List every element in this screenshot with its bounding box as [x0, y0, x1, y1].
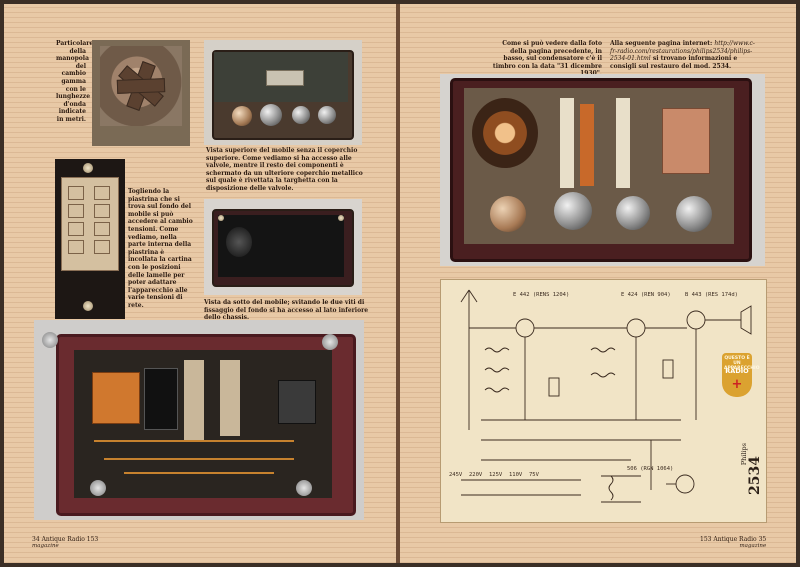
- voltage-label-1: 220V: [469, 472, 483, 478]
- radio-quality-badge: QUESTO È UN APPARECCHIO RADIO +: [722, 353, 760, 397]
- right-folio: 153 Antique Radio 35 magazine: [700, 536, 766, 549]
- rectifier-label: 506 (RGN 1064): [627, 466, 674, 472]
- left-page-number: 34: [32, 536, 40, 543]
- right-magazine-title: 153 Antique Radio: [700, 536, 757, 543]
- right-page: Come si può vedere dalla foto della pagi…: [400, 4, 796, 563]
- top-view-caption: Vista superiore del mobile senza il cope…: [206, 147, 363, 192]
- knob-photo: [92, 40, 190, 146]
- bottom-view-caption: Vista da sotto del mobile; svitando le d…: [204, 299, 369, 322]
- tube1-label: E 442 (RENS 1204): [513, 292, 570, 298]
- left-magazine-sub: magazine: [32, 543, 59, 549]
- schematic-drawing: [460, 289, 752, 503]
- right-magazine-sub: magazine: [739, 543, 767, 549]
- voltage-label-2: 125V: [489, 472, 503, 478]
- top-view-photo: [204, 40, 362, 145]
- circuit-schematic: E 442 (RENS 1204) E 424 (REN 904) B 443 …: [440, 279, 767, 523]
- chassis-stamp-caption: Come si può vedere dalla foto della pagi…: [492, 40, 602, 77]
- chassis-underside-photo: [34, 320, 364, 520]
- plate-caption: Togliendo la piastrina che si trova sul …: [128, 188, 193, 309]
- tube2-label: E 424 (REN 904): [621, 292, 671, 298]
- tube3-label: B 443 (RES 174d): [685, 292, 738, 298]
- left-page: Particolare della manopola del cambio ga…: [4, 4, 396, 563]
- restoration-link-caption: Alla seguente pagina internet: http://ww…: [610, 40, 758, 70]
- left-folio: 34 Antique Radio 153 magazine: [32, 536, 98, 549]
- link-suffix: si trovano informazioni e consigli sul r…: [610, 55, 738, 70]
- left-magazine-title: Antique Radio 153: [41, 536, 99, 543]
- schematic-model: 2534: [747, 456, 763, 495]
- link-prefix: Alla seguente pagina internet:: [610, 40, 713, 47]
- badge-line2: RADIO: [725, 367, 749, 375]
- voltage-label-3: 110V: [509, 472, 523, 478]
- right-page-number: 35: [758, 536, 767, 543]
- voltage-label-0: 245V: [449, 472, 463, 478]
- badge-line1: QUESTO È UN APPARECCHIO: [724, 356, 760, 371]
- restoration-link[interactable]: http://www.c-fr-radio.com/restaurations/…: [610, 40, 755, 63]
- voltage-label-4: 75V: [529, 472, 539, 478]
- page-gutter: [396, 4, 400, 563]
- badge-plus-icon: +: [731, 377, 743, 392]
- chassis-top-photo: [440, 74, 765, 266]
- knob-caption: Particolare della manopola del cambio ga…: [56, 40, 94, 123]
- bottom-view-photo: [204, 199, 362, 295]
- plate-photo: [55, 159, 125, 319]
